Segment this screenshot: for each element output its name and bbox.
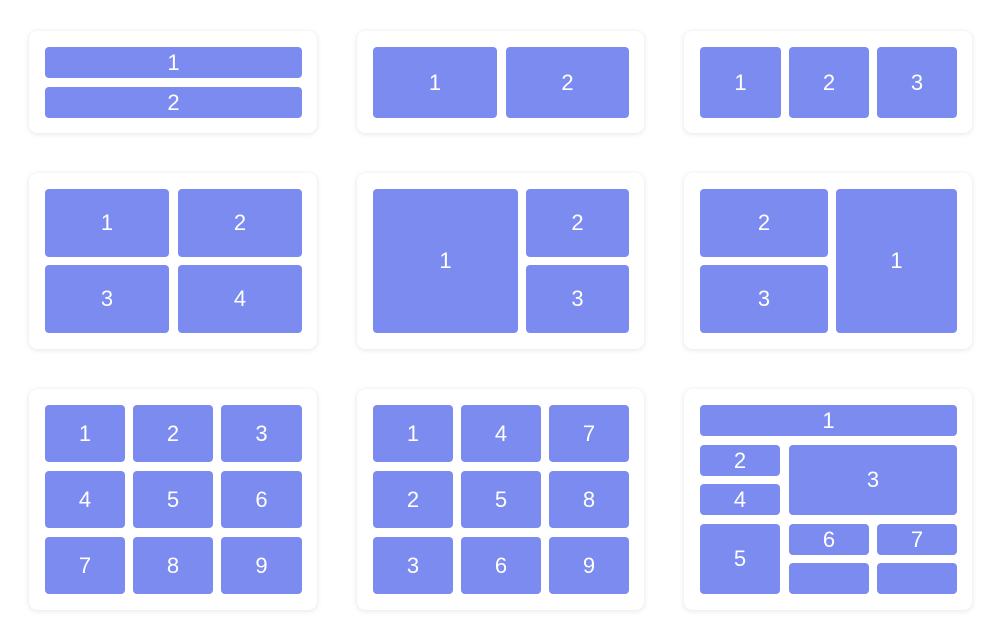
layout-3-tile-1: 1	[700, 47, 781, 118]
layout-7-tile-6: 6	[221, 471, 302, 528]
layout-card-5[interactable]: 1 2 3	[357, 173, 644, 349]
layout-9-tile-2: 2	[700, 445, 780, 476]
layout-card-9[interactable]: 1 2 4 3 5 6 7	[684, 389, 972, 610]
layout-card-3[interactable]: 1 2 3	[684, 31, 972, 133]
layout-4-tile-1: 1	[45, 189, 169, 257]
layout-9-tile-3: 3	[789, 445, 957, 515]
layout-card-7[interactable]: 1 2 3 4 5 6 7 8 9	[29, 389, 317, 610]
layout-card-6[interactable]: 2 3 1	[684, 173, 972, 349]
layout-9-tile-9	[877, 563, 957, 594]
layout-8-tile-4: 4	[461, 405, 541, 462]
layout-6-tile-3: 3	[700, 265, 828, 333]
layout-6-tile-2: 2	[700, 189, 828, 257]
layout-2-tile-1: 1	[373, 47, 497, 118]
layout-8-tile-7: 7	[549, 405, 629, 462]
layout-card-2[interactable]: 1 2	[357, 31, 644, 133]
layout-card-1[interactable]: 1 2	[29, 31, 317, 133]
layout-7-tile-2: 2	[133, 405, 213, 462]
layout-8-tile-8: 8	[549, 471, 629, 528]
layout-card-4[interactable]: 1 2 3 4	[29, 173, 317, 349]
layout-7-tile-1: 1	[45, 405, 125, 462]
layout-8-tile-9: 9	[549, 537, 629, 594]
layout-9-tile-4: 4	[700, 484, 780, 515]
layout-9-tile-8	[789, 563, 869, 594]
layout-7-tile-4: 4	[45, 471, 125, 528]
layout-3-tile-3: 3	[877, 47, 957, 118]
layout-4-tile-2: 2	[178, 189, 302, 257]
layout-2-tile-2: 2	[506, 47, 629, 118]
layout-9-tile-5: 5	[700, 524, 780, 594]
layout-8-tile-3: 3	[373, 537, 453, 594]
layout-8-tile-6: 6	[461, 537, 541, 594]
layout-8-tile-1: 1	[373, 405, 453, 462]
layout-card-8[interactable]: 1 4 7 2 5 8 3 6 9	[357, 389, 644, 610]
layout-7-tile-5: 5	[133, 471, 213, 528]
layout-5-tile-2: 2	[526, 189, 629, 257]
layout-6-tile-1: 1	[836, 189, 957, 333]
layout-9-tile-7: 7	[877, 524, 957, 555]
layout-7-tile-8: 8	[133, 537, 213, 594]
layout-5-tile-3: 3	[526, 265, 629, 333]
layout-9-tile-1: 1	[700, 405, 957, 436]
layout-4-tile-4: 4	[178, 265, 302, 333]
layout-7-tile-3: 3	[221, 405, 302, 462]
layout-8-tile-5: 5	[461, 471, 541, 528]
layout-8-tile-2: 2	[373, 471, 453, 528]
layout-3-tile-2: 2	[789, 47, 869, 118]
layout-4-tile-3: 3	[45, 265, 169, 333]
layout-7-tile-9: 9	[221, 537, 302, 594]
layout-1-tile-2: 2	[45, 87, 302, 118]
layout-9-tile-6: 6	[789, 524, 869, 555]
layout-1-tile-1: 1	[45, 47, 302, 78]
layout-7-tile-7: 7	[45, 537, 125, 594]
layout-5-tile-1: 1	[373, 189, 518, 333]
